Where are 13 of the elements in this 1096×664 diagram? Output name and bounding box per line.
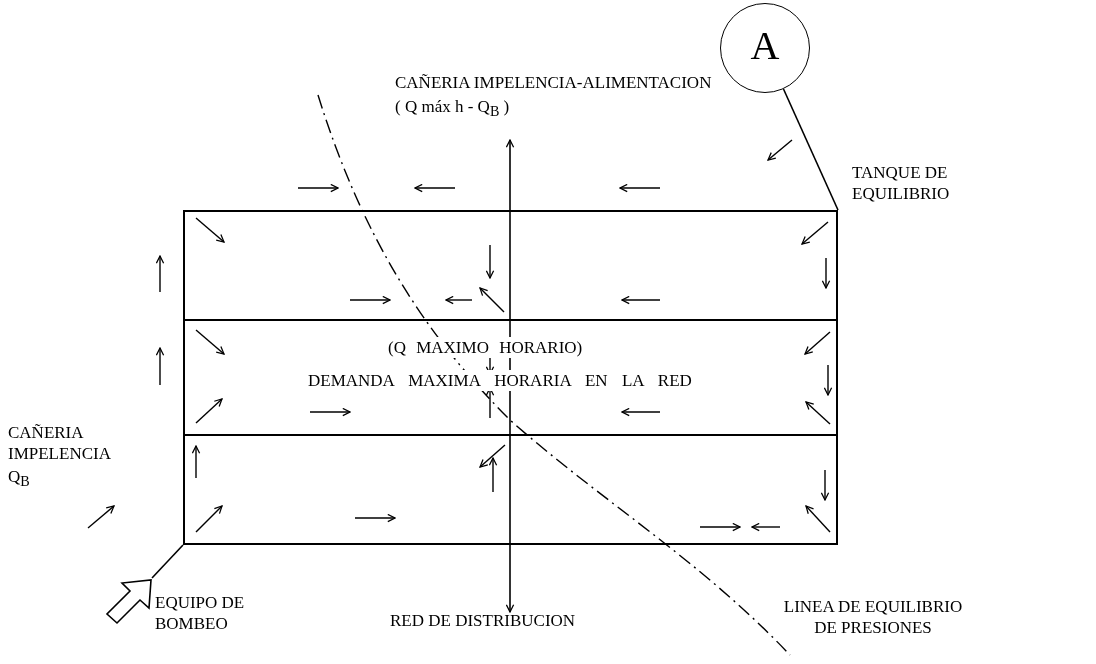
pipe-network (183, 210, 838, 545)
flow-symbol: Q$_{B}$ (8, 466, 30, 492)
pressure-line-label: LINEA DE EQUILIBRIO DE PRESIONES (782, 596, 964, 638)
tank-letter: A (749, 22, 781, 70)
pipe-label: CAÑERIA IMPELENCIA-ALIMENTACION (395, 72, 712, 93)
pipe-line (782, 88, 839, 211)
pump-label: EQUIPO DE BOMBEO (155, 592, 246, 634)
flow-formula: ( Q máx h - Q$_{B}$ ) (395, 96, 510, 122)
pipe-line (151, 544, 184, 579)
network-label: RED DE DISTRIBUCION (390, 610, 576, 631)
tank-label: TANQUE DE EQUILIBRIO (852, 162, 951, 204)
demand-label: DEMANDA MAXIMA HORARIA EN LA RED (305, 370, 695, 391)
pipe-label: CAÑERIA IMPELENCIA (8, 422, 112, 464)
